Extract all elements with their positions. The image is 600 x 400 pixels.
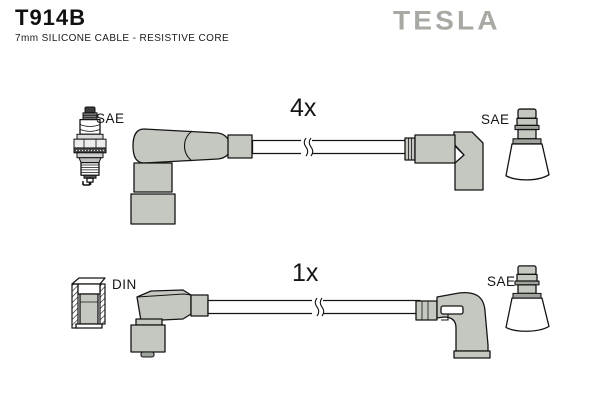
- terminal-type-label: SAE: [487, 274, 516, 289]
- angled-boot-connector-icon: [404, 131, 484, 191]
- din-connector-cross-section-icon: [71, 277, 106, 329]
- rubber-cone: [505, 143, 550, 181]
- sae-terminal-boot-icon: [505, 108, 550, 181]
- terminal-type-label: SAE: [481, 112, 510, 127]
- rubber-cone: [505, 297, 550, 332]
- quantity-label-row2: 1x: [292, 259, 319, 287]
- terminal-stack: [512, 108, 542, 145]
- elbow-boot-shape: [130, 128, 253, 225]
- terminal-type-label: DIN: [112, 277, 137, 292]
- spark-plug-icon: [73, 106, 107, 186]
- quantity-label-row1: 4x: [290, 94, 317, 122]
- part-number: T914B: [15, 5, 87, 30]
- cable-with-break-icon: [207, 297, 421, 317]
- elbow-boot-shape: [404, 131, 484, 191]
- angled-boot-connector-icon: [415, 291, 491, 359]
- product-subtitle: 7mm SILICONE CABLE - RESISTIVE CORE: [15, 33, 230, 44]
- angled-boot-connector-icon: [130, 128, 253, 225]
- sae-terminal-boot-icon: [505, 265, 550, 332]
- cable-with-break-icon: [251, 137, 409, 157]
- elbow-boot-shape: [415, 291, 491, 359]
- tesla-logo: TESLA: [393, 6, 501, 36]
- angled-boot-connector-icon: [130, 289, 209, 358]
- terminal-type-label: SAE: [96, 111, 125, 126]
- terminal-stack: [512, 265, 542, 299]
- elbow-boot-shape: [130, 289, 209, 358]
